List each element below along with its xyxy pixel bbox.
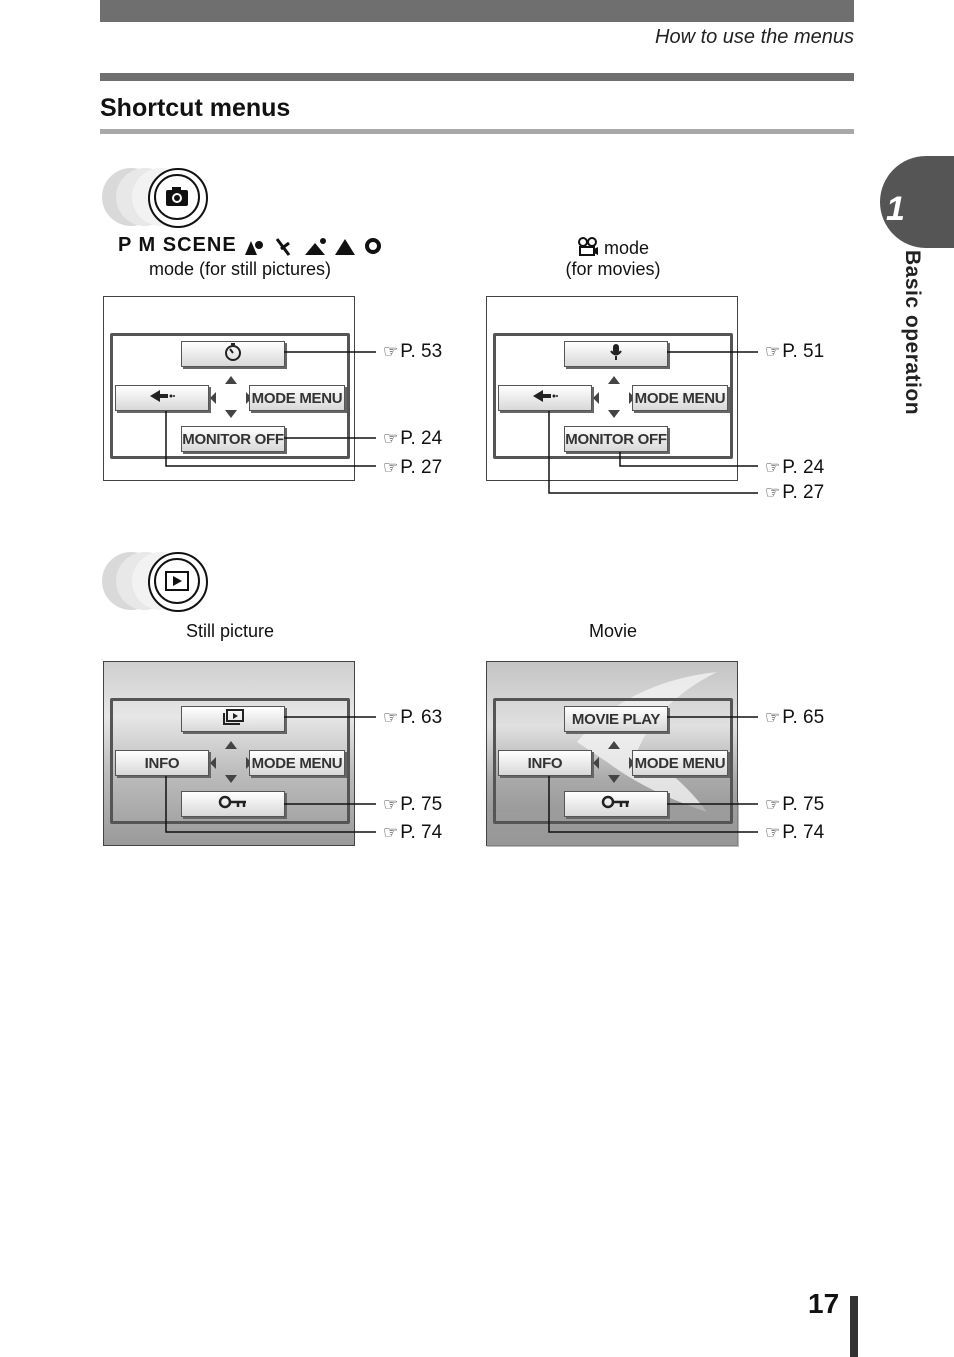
section-title: Shortcut menus xyxy=(100,94,291,122)
reference-hand-icon: ☞ xyxy=(765,823,781,842)
protect-key-icon xyxy=(218,795,248,813)
header-rule xyxy=(100,73,854,81)
self-timer-button[interactable] xyxy=(181,341,285,367)
mode-menu-button[interactable]: MODE MENU xyxy=(249,385,345,411)
page-reference[interactable]: ☞P. 65 xyxy=(765,707,825,728)
still-shooting-screen: MODE MENU MONITOR OFF xyxy=(103,296,355,481)
movie-shooting-screen: MODE MENU MONITOR OFF xyxy=(486,296,738,481)
page-reference[interactable]: ☞P. 27 xyxy=(765,482,825,503)
page-reference[interactable]: ☞P. 74 xyxy=(383,822,443,843)
protect-key-icon xyxy=(601,795,631,813)
reference-hand-icon: ☞ xyxy=(383,342,399,361)
section-rule xyxy=(100,129,854,134)
chapter-label: Basic operation xyxy=(901,250,924,416)
image-quality-button[interactable] xyxy=(115,385,209,411)
page-reference[interactable]: ☞P. 51 xyxy=(765,341,825,362)
slideshow-icon xyxy=(221,708,245,730)
protect-button[interactable] xyxy=(564,791,668,817)
reference-hand-icon: ☞ xyxy=(765,483,781,502)
page-marker-bar xyxy=(850,1296,858,1357)
shooting-modes-line: P M SCENE xyxy=(118,234,391,257)
chapter-number: 1 xyxy=(886,190,905,228)
page-reference[interactable]: ☞P. 27 xyxy=(383,457,443,478)
mode-menu-button[interactable]: MODE MENU xyxy=(632,385,728,411)
page-reference[interactable]: ☞P. 63 xyxy=(383,707,443,728)
monitor-off-button[interactable]: MONITOR OFF xyxy=(181,426,285,452)
camera-icon xyxy=(154,174,200,220)
microphone-icon xyxy=(608,342,624,366)
image-quality-button[interactable] xyxy=(498,385,592,411)
running-header: How to use the menus xyxy=(655,26,854,48)
page-reference[interactable]: ☞P. 53 xyxy=(383,341,443,362)
mode-menu-button[interactable]: MODE MENU xyxy=(632,750,728,776)
still-playback-screen: INFO MODE MENU xyxy=(103,661,355,846)
reference-hand-icon: ☞ xyxy=(765,795,781,814)
slideshow-button[interactable] xyxy=(181,706,285,732)
page-number: 17 xyxy=(808,1288,840,1319)
movie-play-button[interactable]: MOVIE PLAY xyxy=(564,706,668,732)
play-icon xyxy=(154,558,200,604)
movie-mode-icon xyxy=(577,237,604,258)
mode-menu-button[interactable]: MODE MENU xyxy=(249,750,345,776)
reference-hand-icon: ☞ xyxy=(383,429,399,448)
protect-button[interactable] xyxy=(181,791,285,817)
reference-hand-icon: ☞ xyxy=(383,823,399,842)
still-playback-caption: Still picture xyxy=(185,621,275,641)
page-reference[interactable]: ☞P. 74 xyxy=(765,822,825,843)
info-button[interactable]: INFO xyxy=(498,750,592,776)
page-reference[interactable]: ☞P. 24 xyxy=(765,457,825,478)
reference-hand-icon: ☞ xyxy=(765,342,781,361)
page-reference[interactable]: ☞P. 75 xyxy=(765,794,825,815)
reference-hand-icon: ☞ xyxy=(383,458,399,477)
sound-record-button[interactable] xyxy=(564,341,668,367)
shooting-mode-badge xyxy=(102,168,217,228)
self-timer-icon xyxy=(223,342,243,366)
page-reference[interactable]: ☞P. 75 xyxy=(383,794,443,815)
reference-hand-icon: ☞ xyxy=(383,708,399,727)
header-bar xyxy=(100,0,854,22)
movie-mode-line: mode xyxy=(520,237,706,259)
chapter-tab xyxy=(880,156,954,248)
movie-playback-caption: Movie xyxy=(588,621,637,641)
reference-hand-icon: ☞ xyxy=(765,458,781,477)
monitor-off-button[interactable]: MONITOR OFF xyxy=(564,426,668,452)
image-quality-icon xyxy=(531,388,559,408)
info-button[interactable]: INFO xyxy=(115,750,209,776)
still-shooting-caption: mode (for still pictures) xyxy=(148,259,332,279)
scene-mode-icons xyxy=(243,234,391,256)
page-reference[interactable]: ☞P. 24 xyxy=(383,428,443,449)
image-quality-icon xyxy=(148,388,176,408)
reference-hand-icon: ☞ xyxy=(383,795,399,814)
movie-shooting-caption: (for movies) xyxy=(565,259,661,279)
reference-hand-icon: ☞ xyxy=(765,708,781,727)
playback-mode-badge xyxy=(102,552,217,612)
movie-playback-screen: MOVIE PLAY INFO MODE MENU xyxy=(486,661,739,847)
